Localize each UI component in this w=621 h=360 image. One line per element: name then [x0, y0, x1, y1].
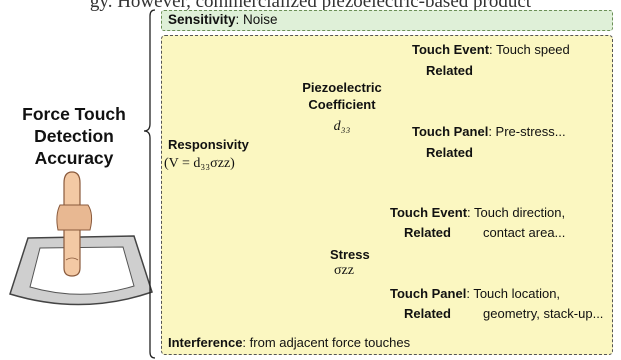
- piezo-touch-panel: Touch Panel: Pre-stress...: [412, 124, 566, 140]
- piezo-touch-panel-text: : Pre-stress...: [488, 124, 566, 139]
- piezo-symbol: d₃₃: [333, 119, 351, 134]
- responsivity-formula: (V = d₃₃σzz): [164, 156, 235, 171]
- piezo-touch-event-related: Related: [426, 63, 473, 78]
- responsivity-label: Responsivity: [168, 137, 249, 152]
- piezo-touch-event-text: : Touch speed: [489, 42, 570, 57]
- piezo-touch-panel-related: Related: [426, 145, 473, 160]
- diagram-title: Force Touch Detection Accuracy: [22, 104, 126, 168]
- sensitivity-label: Sensitivity: [168, 12, 236, 27]
- interference-text: : from adjacent force touches: [242, 335, 411, 350]
- stress-touch-event-related: Related: [404, 225, 451, 240]
- stress-touch-panel-text-1: : Touch location,: [466, 286, 561, 301]
- stress-symbol: σzz: [334, 263, 354, 278]
- stress-touch-event-label: Touch Event: [390, 205, 468, 220]
- coefficient-label: Coefficient: [308, 97, 376, 112]
- stress-touch-event-text-1: : Touch direction,: [467, 205, 566, 220]
- stress-touch-panel: Touch Panel: Touch location,: [390, 286, 560, 302]
- interference-label: Interference: [168, 335, 243, 350]
- piezo-touch-event: Touch Event: Touch speed: [412, 42, 570, 58]
- stress-touch-event: Touch Event: Touch direction,: [390, 205, 565, 221]
- finger-touch-panel-illustration: [9, 171, 153, 306]
- piezo-touch-panel-label: Touch Panel: [412, 124, 489, 139]
- piezo-touch-event-label: Touch Event: [412, 42, 490, 57]
- stress-touch-panel-label: Touch Panel: [390, 286, 467, 301]
- piezoelectric-label: Piezoelectric: [302, 80, 382, 95]
- stress-label: Stress: [330, 247, 370, 262]
- background-text-snippet: gy. However, commercialized piezoelectri…: [89, 0, 532, 12]
- stress-touch-panel-related: Related: [404, 306, 451, 321]
- stress-touch-event-text-2: contact area...: [483, 225, 566, 240]
- stress-touch-panel-text-2: geometry, stack-up...: [483, 306, 604, 321]
- responsivity-box: [161, 35, 613, 355]
- interference-line: Interference: from adjacent force touche…: [168, 335, 410, 351]
- sensitivity-box: Sensitivity: Noise: [161, 10, 613, 31]
- sensitivity-text: : Noise: [235, 12, 278, 27]
- finger-icon: [56, 171, 93, 277]
